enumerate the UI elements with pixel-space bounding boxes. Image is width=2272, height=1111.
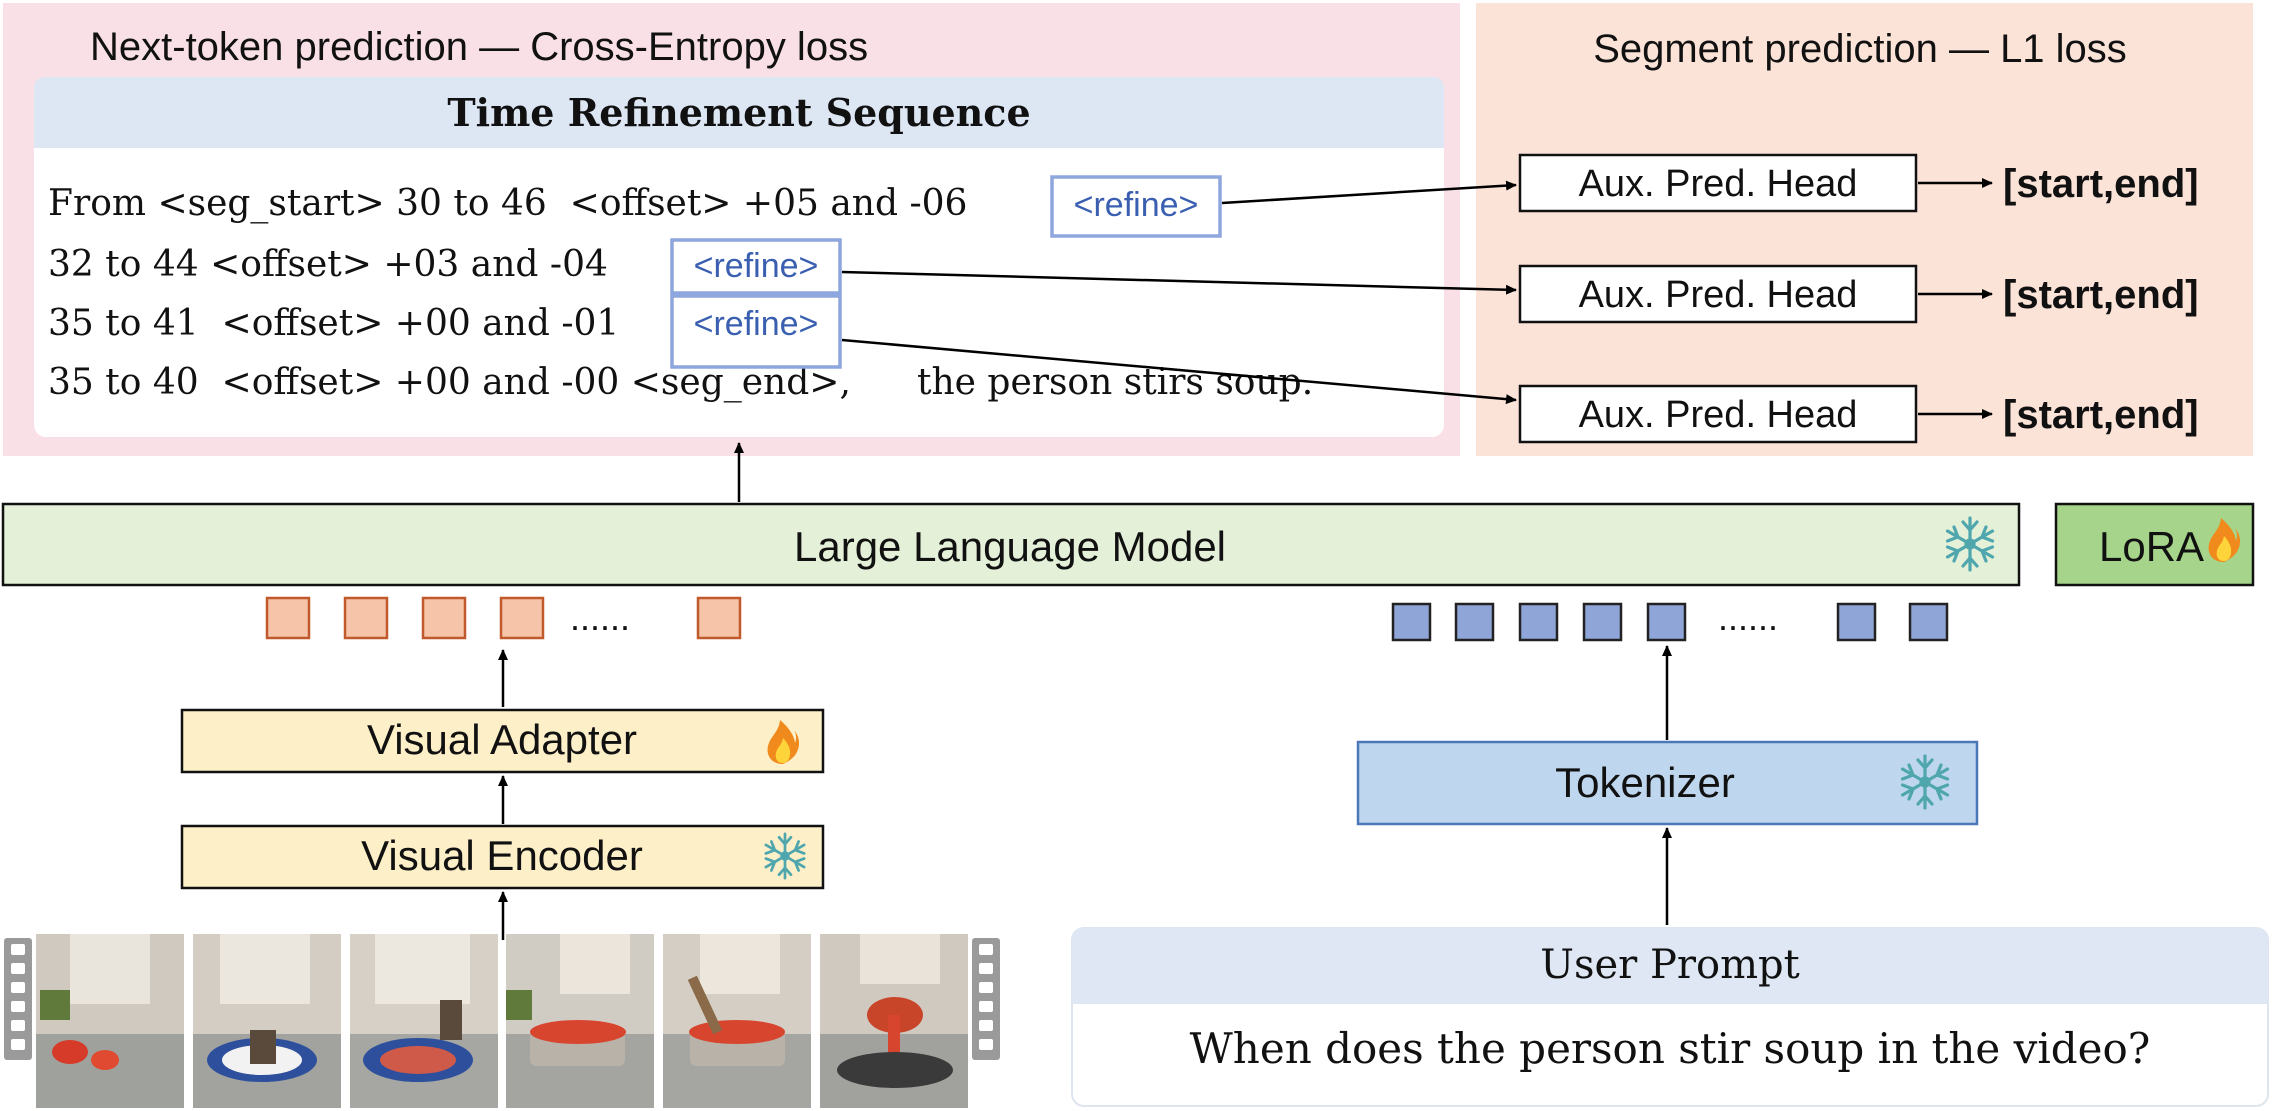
visual-encoder: Visual Encoder [180,824,825,890]
video-frame-5 [663,934,811,1108]
llm-bar: Large Language Model [1,502,2021,587]
film-strip-icon [4,938,32,1060]
text-token [1391,602,1432,642]
visual-adapter-label: Visual Adapter [367,716,637,763]
refine-token-1: <refine> [1050,175,1222,238]
video-frames [4,934,1000,1108]
aux-pred-head-1-label: Aux. Pred. Head [1579,163,1858,205]
aux-pred-head-1: Aux. Pred. Head [1518,153,1918,213]
visual-tokens [265,596,742,640]
video-frame-2 [193,934,341,1108]
segment-panel-title: Segment prediction — L1 loss [1593,27,2127,71]
output-label-1: [start,end] [2003,162,2199,206]
arrow-refine-2 [841,270,1517,295]
aux-pred-head-3: Aux. Pred. Head [1518,384,1918,444]
llm-label: Large Language Model [794,523,1226,570]
aux-pred-head-2: Aux. Pred. Head [1518,264,1918,324]
text-token [1836,602,1877,642]
text-token [1518,602,1559,642]
trs-title: Time Refinement Sequence [447,90,1030,135]
text-token [1454,602,1495,642]
arrow-refine-3 [841,338,1517,405]
refine-token-3: <refine> [670,294,842,369]
visual-encoder-label: Visual Encoder [361,832,643,879]
output-label-3: [start,end] [2003,393,2199,437]
segment-panel: Segment prediction — L1 loss [1476,3,2253,456]
tokenizer: Tokenizer [1356,740,1979,826]
refine-token-2: <refine> [670,238,842,295]
refine-to-head-arrows [841,178,1993,419]
video-frame-4 [506,934,654,1108]
lora-label: LoRA [2099,523,2204,570]
trs-line-4: 35 to 40 <offset> +00 and -00 <seg_end>, [48,362,851,403]
output-label-2: [start,end] [2003,273,2199,317]
tokenizer-label: Tokenizer [1555,759,1735,806]
visual-adapter: Visual Adapter [180,708,825,774]
trs-line-2: 32 to 44 <offset> +03 and -04 [48,244,608,285]
visual-token [499,596,545,640]
user-prompt-title: User Prompt [1540,942,1799,988]
ntp-panel-title: Next-token prediction — Cross-Entropy lo… [90,25,868,69]
text-tokens [1391,602,1949,642]
text-token [1908,602,1949,642]
text-token [1646,602,1687,642]
text-token [1582,602,1623,642]
video-frame-3 [350,934,498,1108]
trs-line-3: 35 to 41 <offset> +00 and -01 [48,303,619,344]
visual-token [343,596,389,640]
text-tokens-ellipsis: ...... [1718,597,1778,638]
visual-token [421,596,467,640]
refine-token-1-label: <refine> [1074,186,1199,224]
visual-token [696,596,742,640]
user-prompt: User Prompt When does the person stir so… [1071,927,2269,1107]
aux-pred-head-3-label: Aux. Pred. Head [1579,394,1858,436]
aux-pred-head-2-label: Aux. Pred. Head [1579,274,1858,316]
trs-line-1: From <seg_start> 30 to 46 <offset> +05 a… [48,183,967,224]
video-frame-1 [36,934,184,1108]
film-strip-icon [972,938,1000,1060]
visual-token [265,596,311,640]
user-prompt-text: When does the person stir soup in the vi… [1190,1024,2151,1073]
trs-line-4-caption: the person stirs soup. [917,362,1313,403]
arrow-refine-1 [1221,180,1517,205]
visual-tokens-ellipsis: ...... [570,597,630,638]
refine-token-3-label: <refine> [694,305,819,343]
video-frame-6 [820,934,968,1108]
refine-token-2-label: <refine> [694,247,819,285]
lora-box: LoRA [2054,502,2255,587]
